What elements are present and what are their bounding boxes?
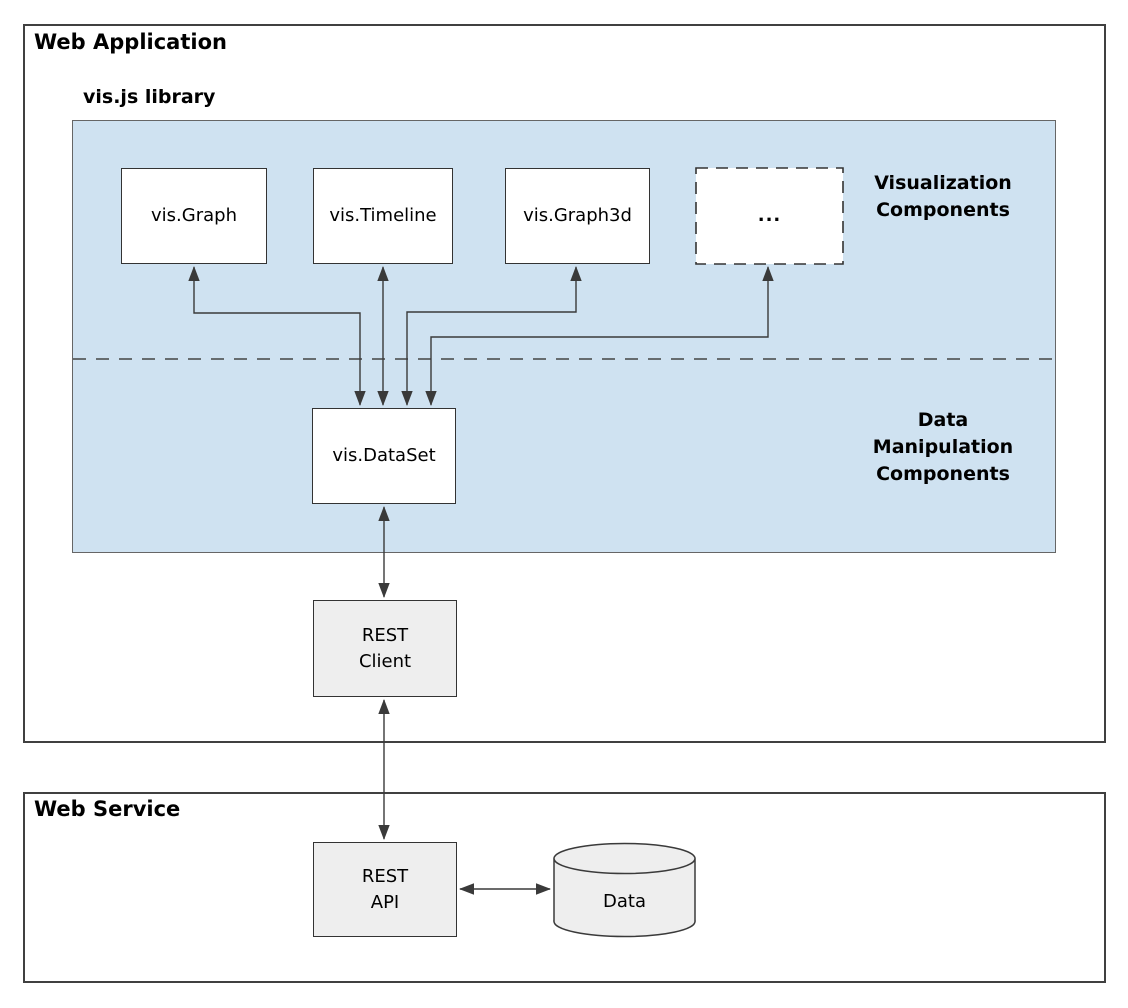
component-box-vis-timeline: vis.Timeline	[313, 168, 453, 264]
rest-api-label: REST API	[362, 864, 408, 916]
rest-api-box: REST API	[313, 842, 457, 937]
rest-client-label: REST Client	[359, 623, 411, 675]
vis-graph3d-label: vis.Graph3d	[523, 205, 632, 226]
dataset-label: vis.DataSet	[332, 445, 436, 466]
data-manipulation-label-line1: Data	[917, 409, 969, 431]
visualization-components-label-line2: Components	[876, 199, 1010, 221]
visualization-components-label-line1: Visualization	[874, 172, 1012, 194]
visualization-components-label: Visualization Components	[843, 170, 1043, 224]
data-store-cylinder: Data	[552, 842, 697, 938]
rest-api-label-line2: API	[370, 891, 400, 913]
data-manipulation-label-line3: Components	[876, 463, 1010, 485]
data-store-label: Data	[603, 890, 646, 912]
rest-client-label-line1: REST	[361, 624, 409, 646]
data-manipulation-label-line2: Manipulation	[872, 436, 1014, 458]
vis-timeline-label: vis.Timeline	[329, 205, 437, 226]
component-box-more: ...	[696, 168, 843, 264]
rest-client-label-line2: Client	[358, 650, 412, 672]
dataset-box: vis.DataSet	[312, 408, 456, 504]
data-manipulation-components-label: Data Manipulation Components	[843, 407, 1043, 488]
rest-client-box: REST Client	[313, 600, 457, 697]
more-components-label: ...	[757, 205, 782, 226]
rest-api-label-line1: REST	[361, 865, 409, 887]
vis-graph-label: vis.Graph	[151, 205, 237, 226]
database-cylinder-icon	[553, 842, 696, 938]
component-box-vis-graph: vis.Graph	[121, 168, 267, 264]
component-box-vis-graph3d: vis.Graph3d	[505, 168, 650, 264]
web-service-title: Web Service	[34, 797, 181, 821]
vis-js-library-label: vis.js library	[83, 86, 216, 108]
web-application-title: Web Application	[34, 30, 227, 54]
